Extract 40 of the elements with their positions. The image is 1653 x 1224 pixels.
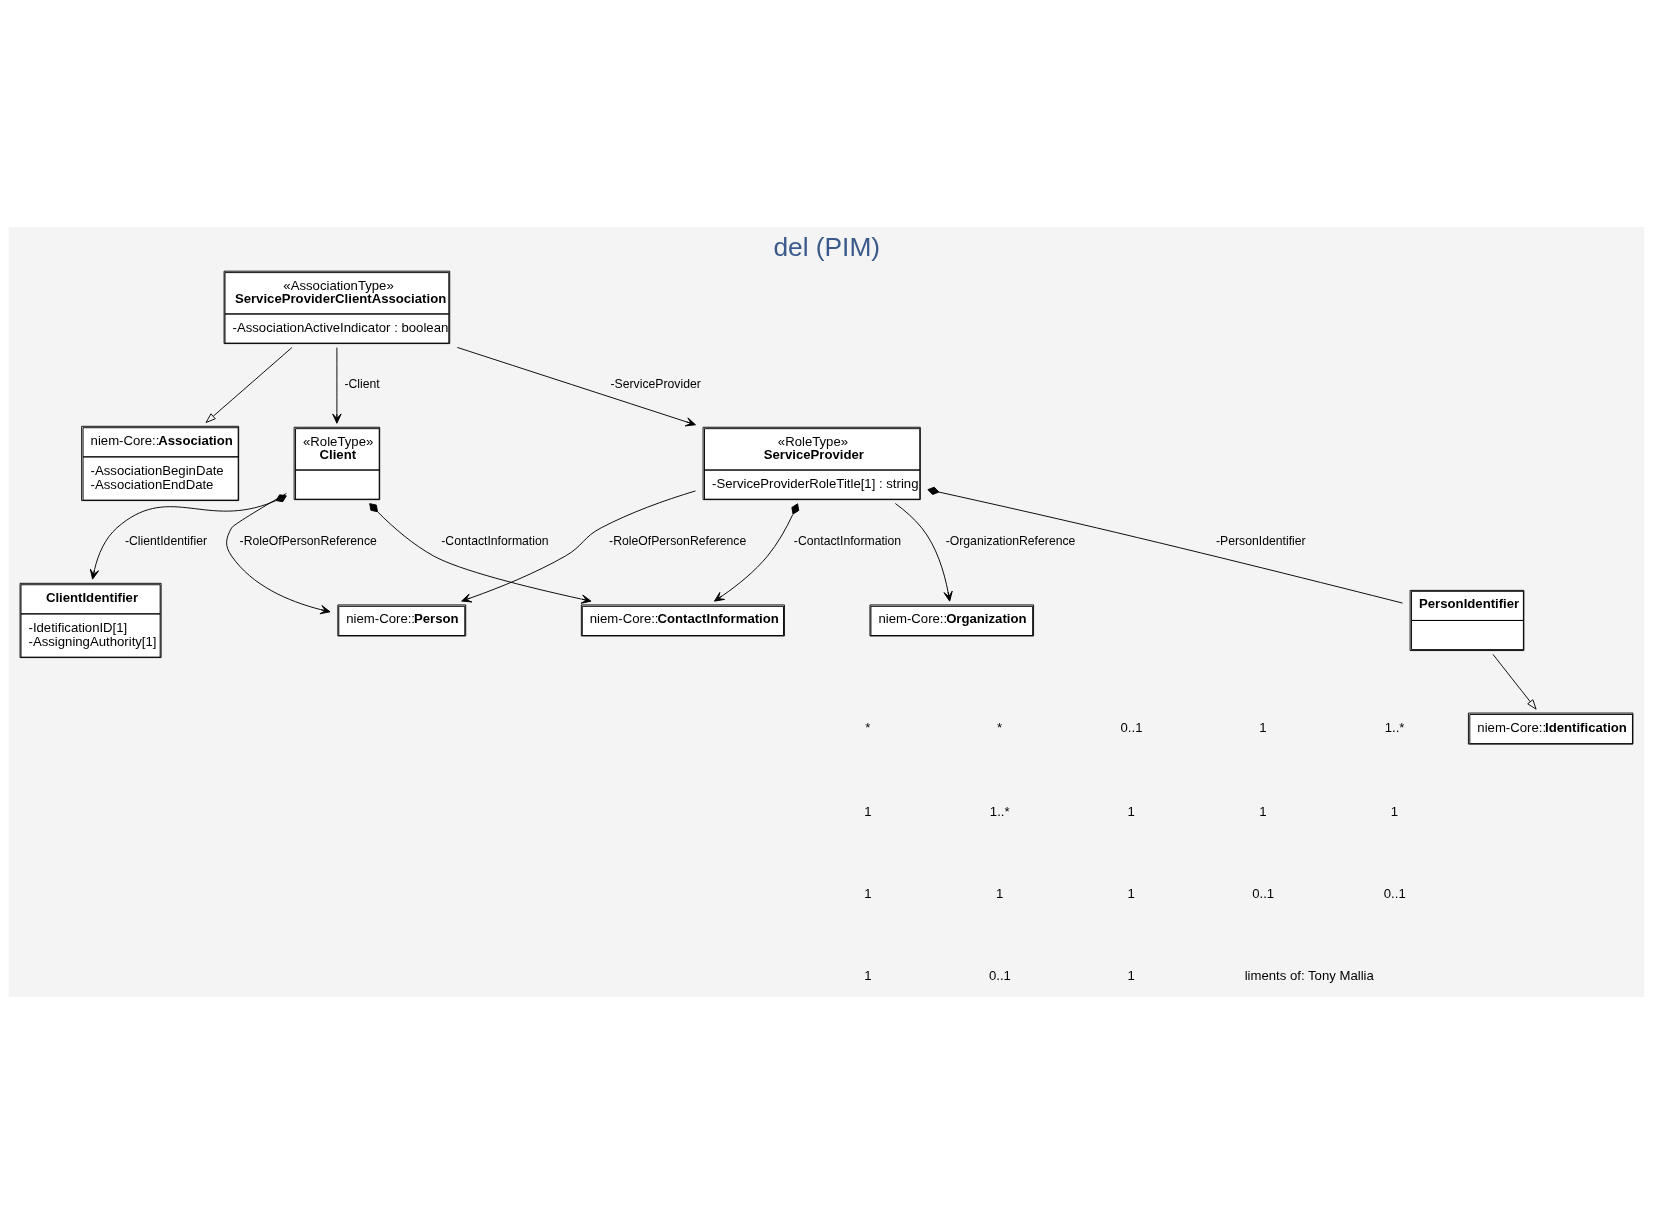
arrow bbox=[332, 347, 342, 424]
arrow bbox=[713, 503, 800, 602]
label: 1 bbox=[1127, 967, 1135, 983]
label: 0..1 bbox=[988, 967, 1011, 983]
arrow bbox=[369, 503, 592, 604]
label: 1 bbox=[864, 886, 872, 901]
edge-label: -OrganizationReference bbox=[945, 534, 1076, 549]
edge-label: -ContactInformation bbox=[793, 534, 902, 549]
edge-label: -Client bbox=[344, 377, 380, 392]
arrow bbox=[456, 346, 696, 427]
diagram-title: del (PIM) bbox=[773, 231, 881, 262]
connector bbox=[927, 486, 1403, 604]
edge-label: -ContactInformation bbox=[441, 534, 549, 549]
edge-label: -ClientIdentifier bbox=[124, 534, 208, 549]
edge-label: -RoleOfPersonReference bbox=[609, 534, 747, 549]
arrow bbox=[89, 494, 287, 580]
label: 1..* bbox=[1384, 720, 1405, 736]
label: 1 bbox=[1127, 886, 1135, 901]
label: liments of: Tony Mallia bbox=[1244, 967, 1374, 983]
label: 1 bbox=[1259, 720, 1267, 736]
label: 1 bbox=[1127, 804, 1135, 820]
arrow bbox=[205, 347, 293, 423]
label: 0..1 bbox=[1252, 886, 1275, 901]
label: 0..1 bbox=[1383, 886, 1406, 901]
label: 1 bbox=[1259, 804, 1267, 820]
label: 1 bbox=[864, 967, 872, 983]
label: 1 bbox=[1390, 804, 1399, 820]
arrow bbox=[461, 490, 696, 603]
edge-label: -ServiceProvider bbox=[610, 377, 701, 392]
arrow bbox=[894, 503, 953, 602]
label: 1 bbox=[864, 804, 872, 820]
arrow bbox=[226, 492, 331, 615]
edge-label: -PersonIdentifier bbox=[1215, 534, 1306, 549]
arrow bbox=[1492, 653, 1537, 710]
edge-label: -RoleOfPersonReference bbox=[239, 534, 377, 549]
label: * bbox=[865, 720, 871, 736]
label: * bbox=[996, 720, 1003, 736]
label: 1..* bbox=[989, 804, 1010, 820]
label: 0..1 bbox=[1120, 720, 1143, 736]
label: 1 bbox=[995, 886, 1004, 901]
